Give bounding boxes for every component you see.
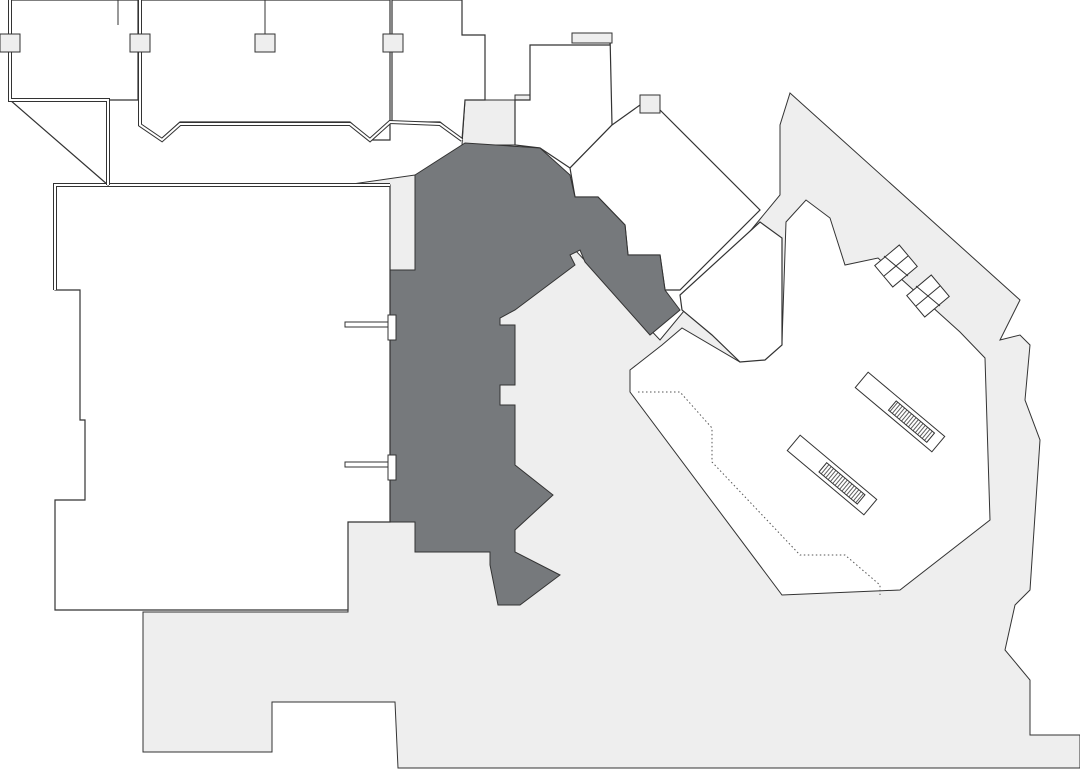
elevator-icon[interactable]	[874, 244, 918, 288]
escalator-icon[interactable]	[786, 434, 878, 516]
atrium-room[interactable]	[629, 199, 991, 596]
top-rooms	[0, 0, 486, 187]
elevator-icon[interactable]	[906, 274, 950, 318]
highlighted-area[interactable]	[389, 142, 681, 606]
column	[639, 94, 661, 114]
room-large-left[interactable]	[54, 184, 391, 611]
wall	[54, 184, 390, 290]
column	[571, 32, 613, 44]
atrium-edge	[638, 391, 881, 595]
partition-stubs	[344, 314, 397, 481]
room-upper-right-c[interactable]	[679, 221, 783, 363]
escalator-icon[interactable]	[854, 371, 946, 453]
